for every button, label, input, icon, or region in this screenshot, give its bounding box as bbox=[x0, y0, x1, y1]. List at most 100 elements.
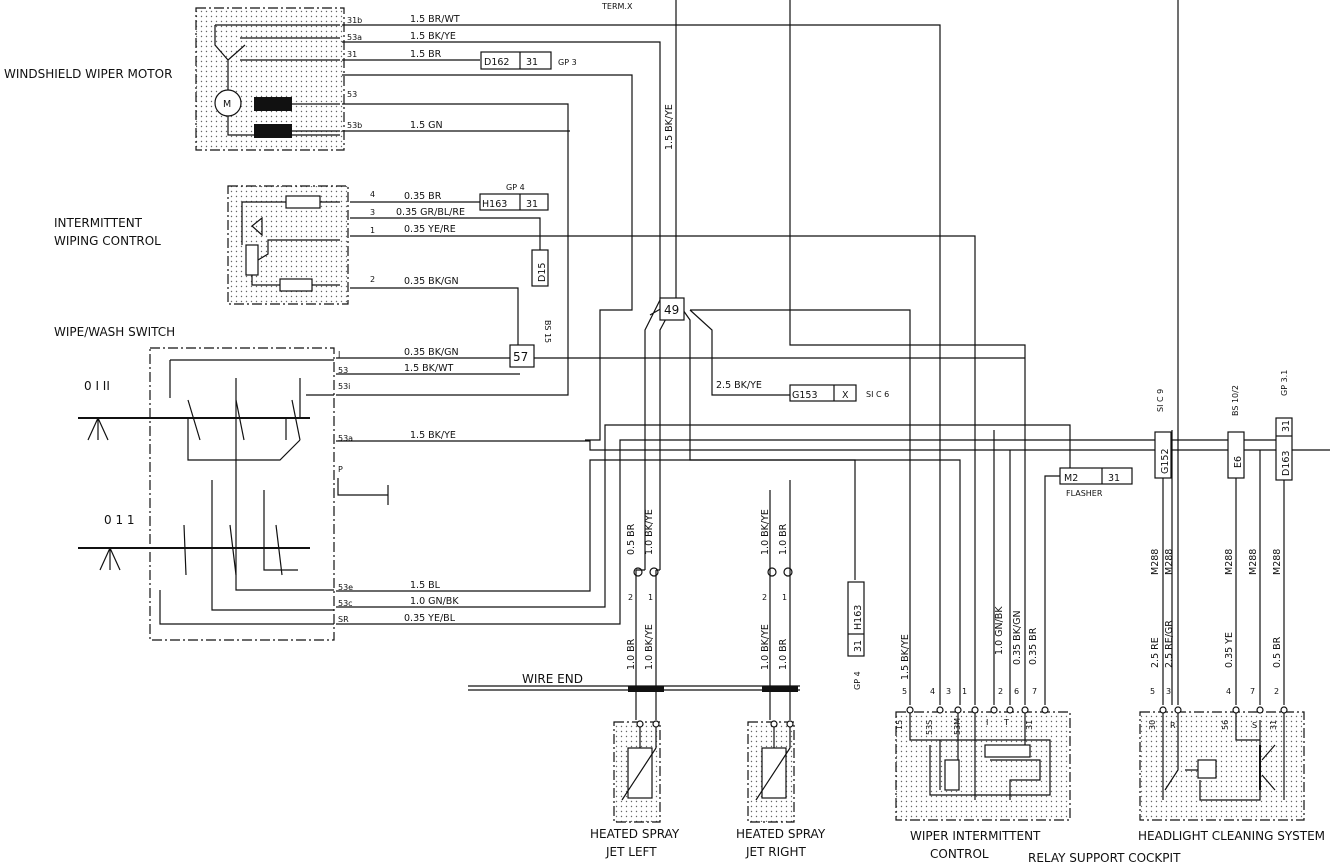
wire-label: 0.35 BK/GN bbox=[1012, 610, 1023, 665]
terminal-31: 31 bbox=[347, 50, 357, 59]
wire-label: 1.5 BK/YE bbox=[900, 634, 911, 680]
wire-label: 2.5 RE bbox=[1150, 637, 1161, 668]
svg-text:15: 15 bbox=[895, 720, 904, 730]
switch-positions-top: 0 I II bbox=[84, 379, 110, 393]
pin-number: 7 bbox=[1032, 687, 1037, 696]
svg-text:M: M bbox=[223, 99, 231, 110]
wire-label: 1.0 BK/YE bbox=[644, 509, 655, 555]
wire-label: 1.0 BK/YE bbox=[644, 624, 655, 670]
svg-text:R: R bbox=[1170, 721, 1176, 730]
wiper-ctrl-title: WIPER INTERMITTENT bbox=[910, 829, 1041, 843]
svg-text:GP 4: GP 4 bbox=[506, 183, 525, 192]
pin-number: 2 bbox=[1274, 687, 1279, 696]
wire-label: 0.35 YE/RE bbox=[404, 224, 456, 235]
svg-text:SI C 9: SI C 9 bbox=[1156, 389, 1165, 412]
h163-vertical-connector: H163 31 GP 4 bbox=[847, 581, 865, 690]
svg-text:T: T bbox=[1003, 718, 1009, 727]
wire-label: 0.35 BK/GN bbox=[404, 347, 459, 358]
pin-number: 4 bbox=[1226, 687, 1231, 696]
wire-label: 0.35 BK/GN bbox=[404, 276, 459, 287]
spray-left-title: HEATED SPRAY bbox=[590, 827, 680, 841]
d162-connector: D162 31 GP 3 bbox=[480, 51, 577, 70]
svg-text:2.5 BK/YE: 2.5 BK/YE bbox=[716, 380, 762, 391]
wire-label: M288 bbox=[1150, 549, 1161, 575]
wipe-wash-switch: WIPE/WASH SWITCH 0 I II 0 1 1 J 53 53i 5… bbox=[54, 325, 389, 641]
coil-icon bbox=[254, 97, 292, 111]
wire-label: M288 bbox=[1248, 549, 1259, 575]
wire-label: 1.0 BK/YE bbox=[760, 509, 771, 555]
svg-text:M2: M2 bbox=[1064, 473, 1078, 484]
svg-text:BS 10/2: BS 10/2 bbox=[1231, 385, 1240, 416]
pin-number: 2 bbox=[998, 687, 1003, 696]
wire-label: 1.5 BK/WT bbox=[404, 363, 453, 374]
wire-label: 0.35 YE bbox=[1224, 632, 1235, 668]
pin-number: 4 bbox=[930, 687, 935, 696]
svg-text:31: 31 bbox=[1281, 420, 1292, 432]
svg-text:31: 31 bbox=[526, 57, 538, 68]
svg-text:31: 31 bbox=[1108, 473, 1120, 484]
pin-number: 3 bbox=[370, 208, 375, 217]
terminal: 53 bbox=[338, 366, 348, 375]
terminal: 53a bbox=[338, 434, 353, 443]
wire-label: 1.0 GN/BK bbox=[410, 596, 459, 607]
term-x-label: TERM.X bbox=[601, 2, 633, 11]
wire-label: 1.5 BL bbox=[410, 580, 441, 591]
svg-text:E6: E6 bbox=[1233, 456, 1244, 468]
svg-text:H163: H163 bbox=[482, 199, 507, 210]
wiper-ctrl-subtitle: CONTROL bbox=[930, 847, 989, 861]
pin-number: 1 bbox=[962, 687, 967, 696]
terminal: 53c bbox=[338, 599, 353, 608]
heated-spray-jet-right: HEATED SPRAY JET RIGHT bbox=[736, 720, 826, 859]
svg-text:57: 57 bbox=[513, 350, 528, 364]
svg-text:H163: H163 bbox=[853, 605, 864, 630]
wire-label: 0.35 BR bbox=[1028, 627, 1039, 665]
svg-text:I: I bbox=[986, 718, 988, 727]
node-57: 57 bbox=[509, 344, 535, 368]
wire-label: 1.5 BK/YE bbox=[410, 430, 456, 441]
svg-text:FLASHER: FLASHER bbox=[1066, 489, 1103, 498]
svg-text:GP 4: GP 4 bbox=[853, 671, 862, 690]
e6-connector: E6 BS 10/2 bbox=[1227, 385, 1245, 705]
svg-text:31: 31 bbox=[1025, 720, 1034, 730]
wire-label: 1.5 BK/YE bbox=[410, 31, 456, 42]
svg-text:S: S bbox=[1252, 721, 1257, 730]
wire-label: 0.35 GR/BL/RE bbox=[396, 207, 465, 218]
node-49: 49 bbox=[644, 297, 911, 705]
wiper-intermittent-control: 15 53S 53M I T 31 WIPER INTERMITTENT CON… bbox=[895, 706, 1071, 861]
coil-icon-2 bbox=[254, 124, 292, 138]
relay-support-title: RELAY SUPPORT COCKPIT bbox=[1028, 851, 1181, 865]
pin-number: 3 bbox=[946, 687, 951, 696]
wire-label: 1.0 BK/YE bbox=[760, 624, 771, 670]
wire-label: M288 bbox=[1272, 549, 1283, 575]
wire-label: 1.5 BR bbox=[410, 49, 442, 60]
terminal-53: 53 bbox=[347, 90, 357, 99]
pin-number: 5 bbox=[902, 687, 907, 696]
m2-connector: M2 31 FLASHER bbox=[1044, 467, 1133, 705]
wire-label: 1.5 BK/YE bbox=[664, 104, 675, 150]
intermittent-title-1: INTERMITTENT bbox=[54, 216, 143, 230]
wire-label: M288 bbox=[1224, 549, 1235, 575]
svg-text:GP 3.1: GP 3.1 bbox=[1280, 370, 1289, 396]
wire-label: 1.0 GN/BK bbox=[994, 606, 1005, 655]
pin-number: 5 bbox=[1150, 687, 1155, 696]
wire-label: 0.35 BR bbox=[404, 191, 442, 202]
d163-connector: D163 31 GP 3.1 bbox=[1275, 370, 1293, 705]
heated-spray-jet-left: HEATED SPRAY JET LEFT bbox=[590, 720, 680, 859]
wiper-motor: M WINDSHIELD WIPER MOTOR 31b 53a 31 53 5… bbox=[4, 7, 362, 151]
headlight-cleaning-system: 30 R 56 S 31 HEADLIGHT CLEANING SYSTEM bbox=[1138, 706, 1325, 843]
spray-right-subtitle: JET RIGHT bbox=[745, 845, 806, 859]
terminal-31b: 31b bbox=[347, 16, 362, 25]
svg-text:G152: G152 bbox=[1160, 449, 1171, 475]
pin-number: 3 bbox=[1166, 687, 1171, 696]
headlight-title: HEADLIGHT CLEANING SYSTEM bbox=[1138, 829, 1325, 843]
svg-text:SI C 6: SI C 6 bbox=[866, 390, 889, 399]
terminal: J bbox=[337, 350, 340, 359]
wire-label: 1.5 BR/WT bbox=[410, 14, 460, 25]
wire-label: 2.5 RE/GR bbox=[1164, 620, 1175, 668]
svg-text:53M: 53M bbox=[953, 718, 962, 735]
wire-label: 0.35 YE/BL bbox=[404, 613, 456, 624]
pin-number: 1 bbox=[782, 593, 787, 602]
wire-label: 0.5 BR bbox=[626, 523, 637, 555]
wire-label: 1.0 BR bbox=[626, 638, 637, 670]
